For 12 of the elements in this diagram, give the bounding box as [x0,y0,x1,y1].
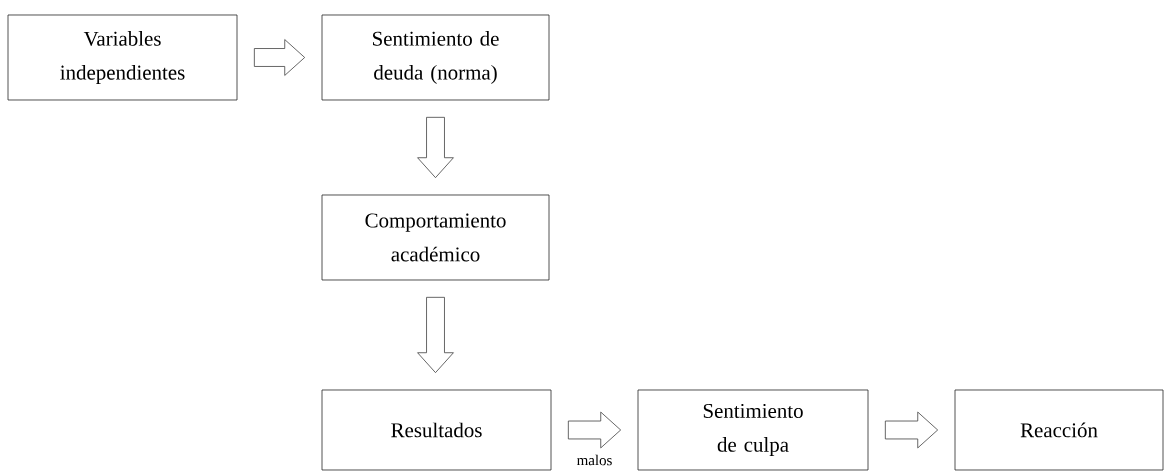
block-arrow [567,411,622,449]
block-arrow [417,116,454,179]
process-box: Comportamiento académico [321,194,550,281]
process-box: Resultados [321,389,552,471]
process-box: Sentimiento de culpa [637,389,869,471]
process-box: Variables independientes [7,14,238,101]
block-arrow [417,296,454,374]
block-arrow [253,39,306,76]
process-box: Reacción [954,389,1164,471]
edge-label: malos [575,453,614,467]
block-arrow [884,411,939,449]
process-box: Sentimiento de deuda (norma) [321,14,550,101]
